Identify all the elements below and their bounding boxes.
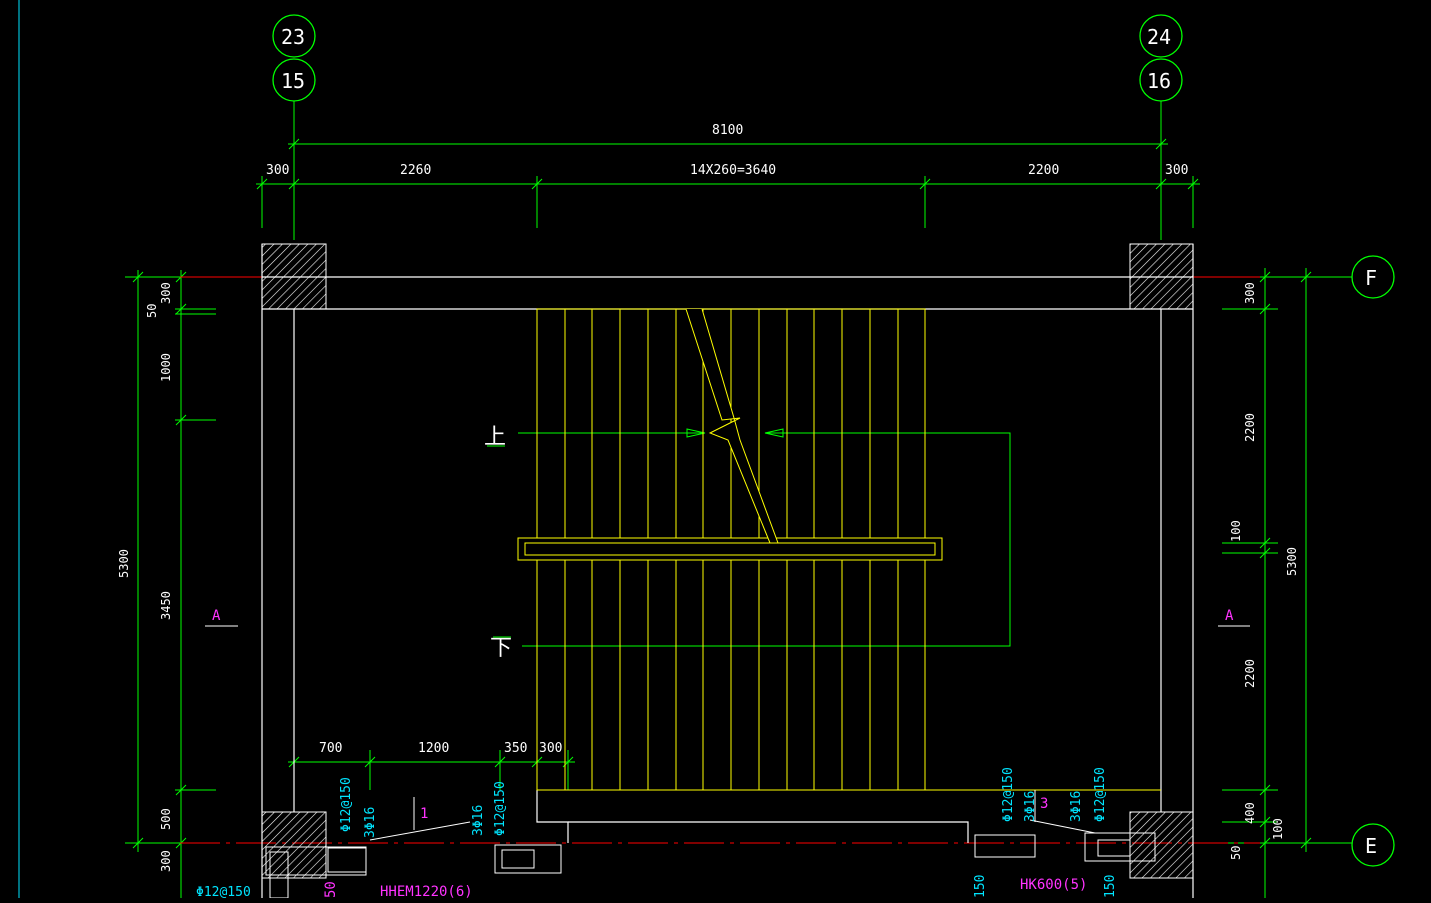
stairwell-walls (261, 244, 1194, 898)
dim-right-v-300: 300 (1243, 282, 1257, 304)
axis-lines-red (180, 276, 1260, 844)
rebar-text-6: 3Φ16 (1023, 791, 1038, 822)
rebar-text-9: Φ12@150 (196, 885, 251, 898)
dim-right-wall: 300 (1165, 163, 1188, 178)
dim-bottom-1200: 1200 (418, 741, 449, 756)
axis-label-15: 15 (281, 69, 305, 93)
dim-left-wall: 300 (266, 163, 289, 178)
dim-right-v-2200b: 2200 (1243, 659, 1257, 688)
rebar-text-10: 150 (973, 875, 988, 898)
rebar-text-11: 150 (1103, 875, 1118, 898)
dim-right-v-100: 100 (1229, 520, 1243, 542)
dim-bottom-700: 700 (319, 741, 342, 756)
dim-left-span: 2260 (400, 163, 431, 178)
section-marker-lines (205, 625, 1250, 830)
dim-right-v-100b: 100 (1271, 818, 1285, 840)
dim-tread-span: 14X260=3640 (690, 163, 776, 178)
dim-right-v-50: 50 (1229, 846, 1243, 860)
lintel-label-left: HHEM1220(6) (380, 884, 473, 898)
dim-overall: 8100 (712, 123, 743, 138)
lintel-label-right: HK600(5) (1020, 877, 1087, 893)
dim-right-v-5300: 5300 (1285, 547, 1299, 576)
stair-treads (517, 308, 1161, 791)
rebar-leaders (369, 819, 1096, 841)
section-label-right: A (1225, 608, 1234, 624)
concrete-columns (261, 243, 1194, 879)
rebar-text-8: Φ12@150 (1093, 767, 1108, 822)
dimension-lines (125, 101, 1352, 898)
dim-left-v-50: 50 (145, 304, 159, 318)
rebar-text-4: Φ12@150 (493, 781, 508, 836)
rebar-text-2: 3Φ16 (363, 807, 378, 838)
axis-label-23: 23 (281, 25, 305, 49)
dim-left-v-300: 300 (159, 282, 173, 304)
axis-label-f: F (1365, 266, 1377, 290)
stair-down-label: 下 (490, 636, 512, 661)
dim-bottom-350: 350 (504, 741, 527, 756)
stair-up-label: 上 (484, 425, 506, 450)
dim-left-v-1000: 1000 (159, 353, 173, 382)
dim-left-v-300b: 300 (159, 850, 173, 872)
axis-label-16: 16 (1147, 69, 1171, 93)
rebar-text-1: Φ12@150 (339, 777, 354, 832)
stair-break-line (685, 308, 779, 544)
dim-left-v-5300: 5300 (117, 549, 131, 578)
axis-label-24: 24 (1147, 25, 1171, 49)
rebar-text-12: 50 (323, 881, 339, 898)
rebar-text-3: 3Φ16 (471, 805, 486, 836)
rebar-text-5: Φ12@150 (1001, 767, 1016, 822)
lintel-beams (265, 832, 1156, 899)
axis-label-e: E (1365, 834, 1377, 858)
dim-left-v-3450: 3450 (159, 591, 173, 620)
dim-right-v-2200a: 2200 (1243, 413, 1257, 442)
callout-1: 1 (420, 806, 428, 822)
dim-right-v-400: 400 (1243, 802, 1257, 824)
dim-bottom-300: 300 (539, 741, 562, 756)
axis-bubbles (272, 14, 1395, 867)
dim-right-span: 2200 (1028, 163, 1059, 178)
rebar-text-7: 3Φ16 (1069, 791, 1084, 822)
section-label-left: A (212, 608, 221, 624)
dim-left-v-500: 500 (159, 808, 173, 830)
callout-3: 3 (1040, 796, 1048, 812)
